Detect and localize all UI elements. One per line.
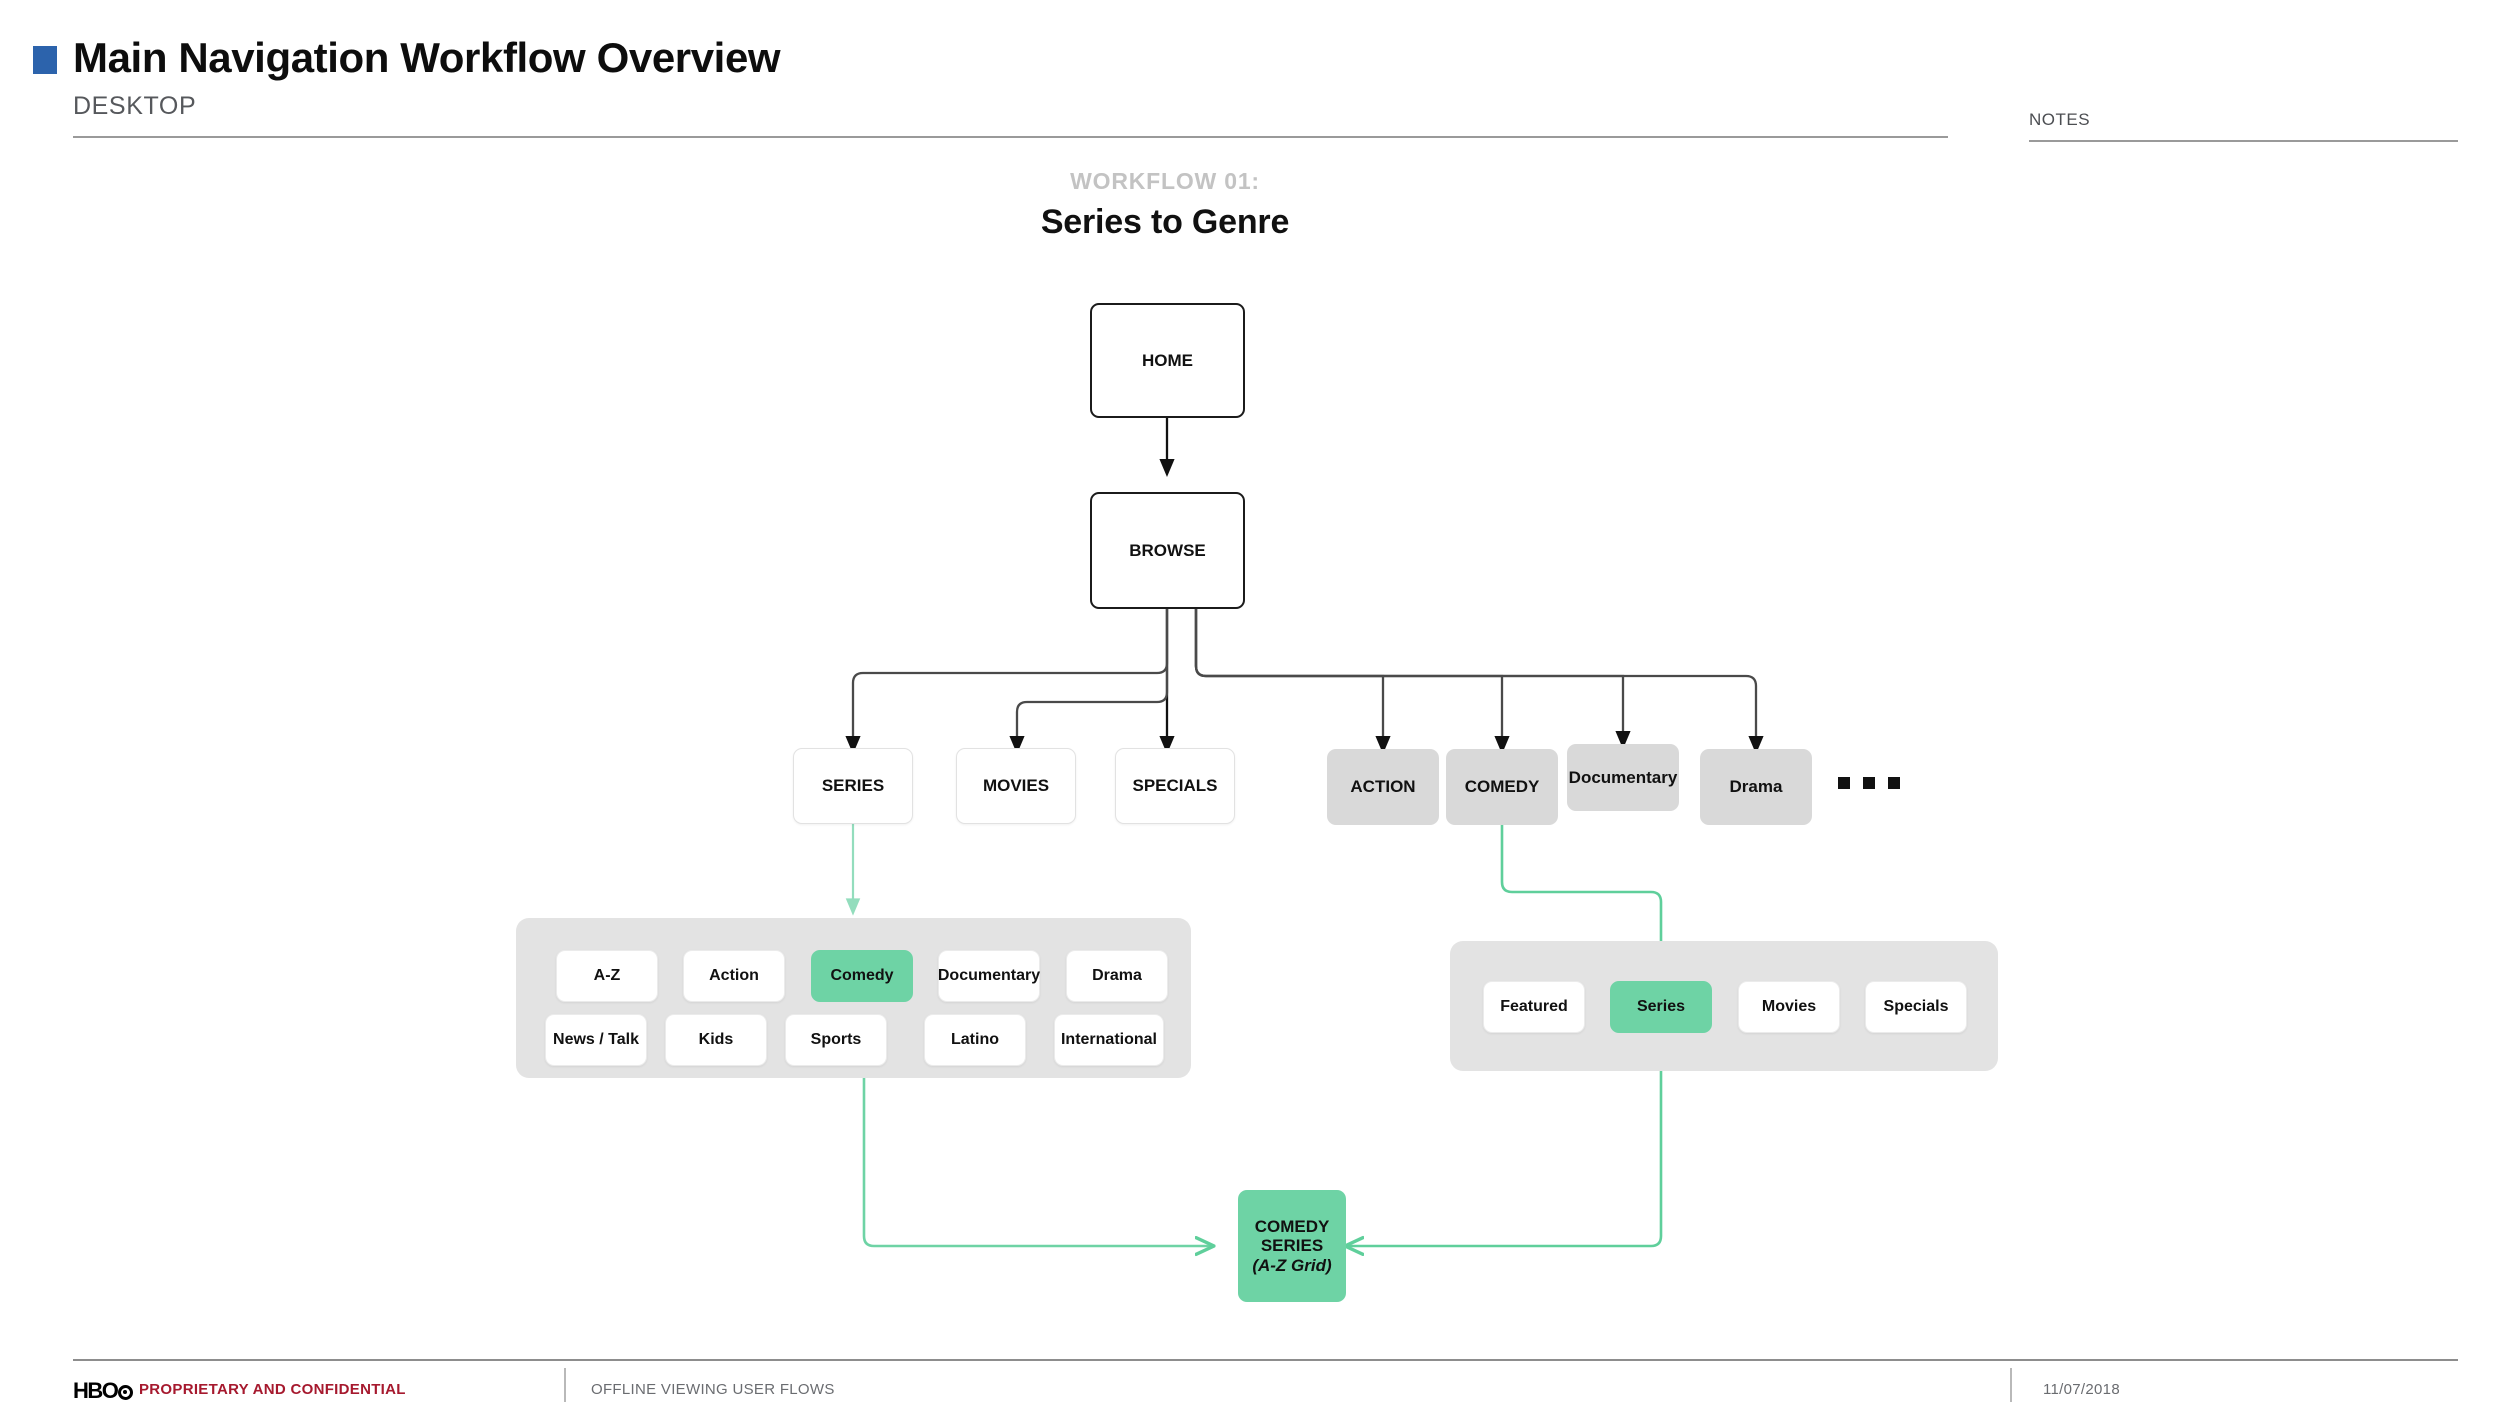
node-genre-action-label: ACTION (1350, 777, 1416, 797)
chip-genre-latino-label: Latino (951, 1031, 999, 1049)
chip-genre-kids[interactable]: Kids (665, 1014, 767, 1066)
workflow-eyebrow-wrap: WORKFLOW 01: (885, 168, 1445, 195)
destination-line-1: COMEDY (1254, 1217, 1330, 1237)
node-specials[interactable]: SPECIALS (1115, 748, 1235, 824)
notes-label: NOTES (2029, 110, 2091, 129)
workflow-eyebrow: WORKFLOW 01: (1070, 168, 1260, 194)
node-specials-label: SPECIALS (1132, 776, 1218, 796)
chip-genre-drama-label: Drama (1092, 967, 1142, 985)
footer-separator-1 (564, 1368, 566, 1402)
chip-genre-action-label: Action (709, 967, 759, 985)
workflow-title: Series to Genre (1040, 203, 1290, 241)
node-series[interactable]: SERIES (793, 748, 913, 824)
node-home[interactable]: HOME (1090, 303, 1245, 418)
chip-genre-international[interactable]: International (1054, 1014, 1164, 1066)
chip-genre-kids-label: Kids (698, 1031, 734, 1049)
node-genre-documentary-label: Documentary (1568, 767, 1678, 787)
node-genre-comedy[interactable]: COMEDY (1446, 749, 1558, 825)
node-genre-drama[interactable]: Drama (1700, 749, 1812, 825)
title-bullet-icon (33, 46, 57, 74)
chip-genre-latino[interactable]: Latino (924, 1014, 1026, 1066)
chip-genre-news-talk[interactable]: News / Talk (545, 1014, 647, 1066)
chip-content-movies-label: Movies (1761, 998, 1817, 1016)
chip-genre-international-label: International (1060, 1031, 1157, 1049)
workflow-title-wrap: Series to Genre (885, 203, 1445, 242)
chip-genre-comedy[interactable]: Comedy (811, 950, 913, 1002)
hbo-logo: HBO (73, 1378, 134, 1403)
hbo-logo-mark-icon (118, 1385, 134, 1400)
chip-genre-a-z-label: A-Z (593, 967, 621, 985)
chip-genre-comedy-label: Comedy (830, 967, 894, 985)
chip-content-series-label: Series (1636, 998, 1686, 1016)
chip-content-featured-label: Featured (1500, 998, 1568, 1016)
node-home-label: HOME (1142, 350, 1193, 370)
footer-project: OFFLINE VIEWING USER FLOWS (591, 1381, 835, 1398)
footer-separator-2 (2010, 1368, 2012, 1402)
chip-genre-sports-label: Sports (810, 1031, 862, 1049)
chip-content-series[interactable]: Series (1610, 981, 1712, 1033)
node-genre-documentary[interactable]: Documentary (1567, 744, 1679, 811)
destination-line-2: SERIES (1260, 1236, 1324, 1256)
chip-genre-documentary-label: Documentary (937, 967, 1041, 985)
node-movies-label: MOVIES (982, 776, 1050, 796)
node-movies[interactable]: MOVIES (956, 748, 1076, 824)
node-genre-comedy-label: COMEDY (1464, 777, 1540, 797)
chip-genre-action[interactable]: Action (683, 950, 785, 1002)
node-comedy-series-destination[interactable]: COMEDY SERIES (A-Z Grid) (1238, 1190, 1346, 1302)
wire-browse-to-primary (845, 609, 1175, 754)
chip-genre-a-z[interactable]: A-Z (556, 950, 658, 1002)
chip-genre-news-talk-label: News / Talk (553, 1031, 639, 1049)
hbo-logo-text: HBO (73, 1378, 119, 1403)
wire-browse-to-genres (1194, 609, 1764, 754)
page-title: Main Navigation Workflow Overview (73, 34, 781, 81)
chip-genre-sports[interactable]: Sports (785, 1014, 887, 1066)
genre-overflow-ellipsis-icon (1838, 777, 1900, 789)
header-divider-left (73, 136, 1948, 138)
chip-genre-drama[interactable]: Drama (1066, 950, 1168, 1002)
notes-divider (2029, 140, 2458, 142)
chip-content-specials-label: Specials (1883, 998, 1949, 1016)
footer-confidential: PROPRIETARY AND CONFIDENTIAL (139, 1381, 406, 1398)
chip-genre-documentary[interactable]: Documentary (938, 950, 1040, 1002)
chip-content-specials[interactable]: Specials (1865, 981, 1967, 1033)
page-subtitle: DESKTOP (73, 92, 197, 120)
node-genre-drama-label: Drama (1729, 777, 1783, 797)
footer-date: 11/07/2018 (2043, 1381, 2120, 1398)
destination-line-3: (A-Z Grid) (1252, 1255, 1332, 1275)
chip-content-featured[interactable]: Featured (1483, 981, 1585, 1033)
chip-content-movies[interactable]: Movies (1738, 981, 1840, 1033)
node-browse[interactable]: BROWSE (1090, 492, 1245, 609)
node-genre-action[interactable]: ACTION (1327, 749, 1439, 825)
node-browse-label: BROWSE (1129, 540, 1206, 560)
footer-divider (73, 1359, 2458, 1361)
node-series-label: SERIES (821, 776, 885, 796)
